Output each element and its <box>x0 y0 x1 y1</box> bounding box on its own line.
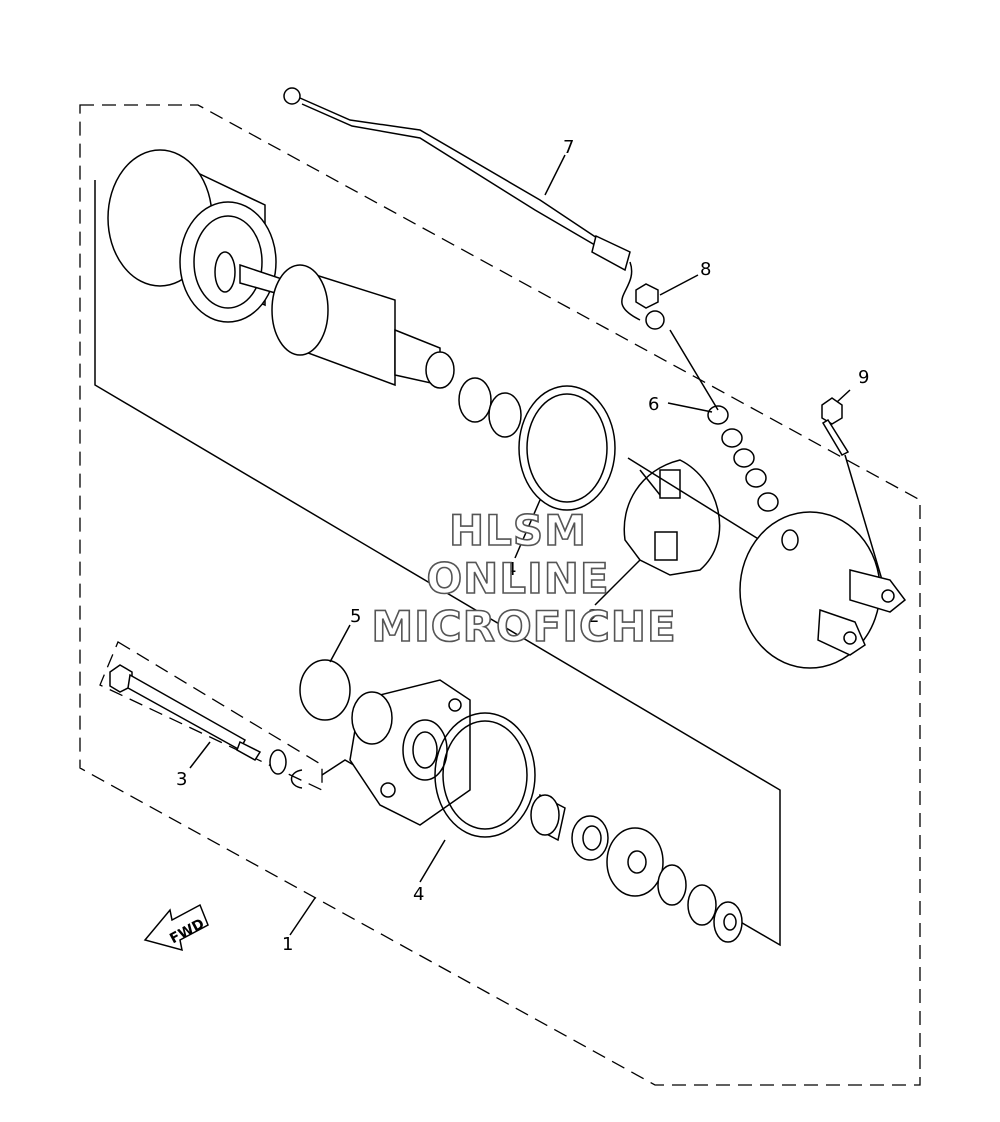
washer <box>488 392 522 438</box>
callout-part-6: 6 <box>648 394 659 415</box>
washer <box>458 377 492 423</box>
bolt-guide-line <box>844 454 886 591</box>
assembly-dashed-outline <box>79 104 921 1086</box>
yoke-housing <box>107 149 277 323</box>
terminal-guide-line <box>669 329 719 411</box>
bolt-kit-dashed-box <box>99 641 323 792</box>
nut <box>635 283 659 309</box>
callout-part-3: 3 <box>176 769 187 790</box>
callout-part-8: 8 <box>700 259 711 280</box>
o-ring-upper <box>518 385 616 511</box>
watermark-line-1: HLSM <box>449 506 587 555</box>
callout-part-5: 5 <box>350 606 361 627</box>
watermark-line-2: ONLINE <box>426 554 609 603</box>
washer <box>657 864 687 906</box>
callout-part-4-lower: 4 <box>413 884 424 905</box>
callout-part-2: 2 <box>588 606 599 627</box>
washer-stack <box>707 405 779 512</box>
watermark-line-3: MICROFICHE <box>371 602 676 651</box>
assembly-guide-lines <box>94 180 781 947</box>
front-cover <box>349 679 471 826</box>
callout-part-9: 9 <box>858 367 869 388</box>
washer <box>713 901 743 943</box>
callout-part-7: 7 <box>563 137 574 158</box>
rear-cover <box>739 511 907 669</box>
armature <box>214 251 455 389</box>
o-ring-small <box>299 659 351 721</box>
callout-part-4-upper: 4 <box>505 559 516 580</box>
fwd-arrow-icon: FWD <box>143 903 209 952</box>
through-bolt-short <box>821 397 850 456</box>
thrust-washer <box>606 827 664 897</box>
lead-wire <box>283 87 665 330</box>
oil-seal <box>571 815 609 861</box>
callout-part-1: 1 <box>282 934 293 955</box>
washer <box>687 884 717 926</box>
needle-bearing <box>530 793 566 842</box>
brush-holder <box>623 457 761 576</box>
o-ring-lower <box>434 712 536 838</box>
callout-leaders <box>189 154 851 936</box>
long-through-bolt <box>109 664 303 789</box>
